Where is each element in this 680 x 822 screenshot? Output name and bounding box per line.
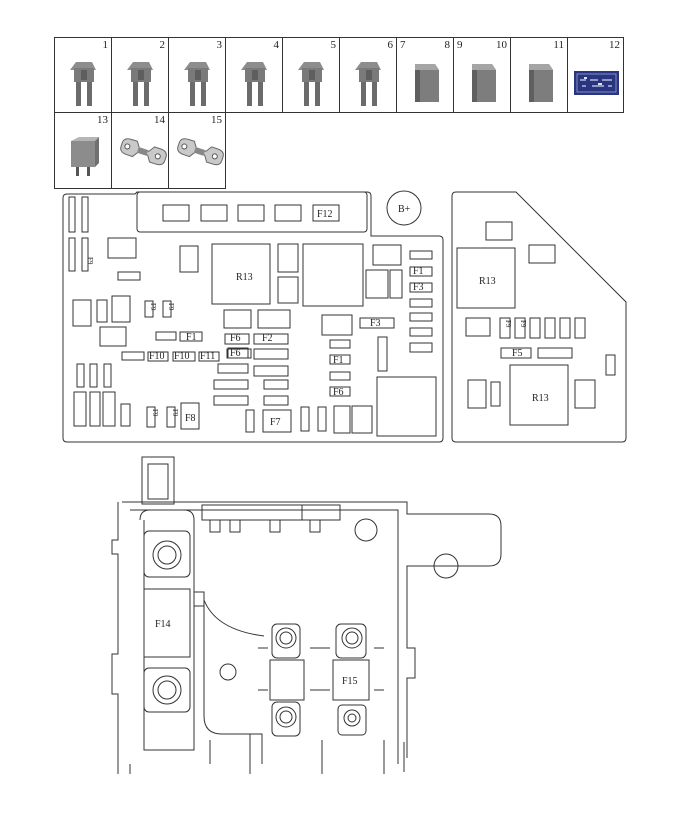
legend-cell-9-10: 9 10 (453, 37, 511, 113)
fuse-label-f9: F9 (519, 320, 527, 328)
legend-number: 4 (273, 39, 280, 51)
component-legend: 1 2 3 4 5 6 (54, 37, 624, 189)
secondary-fuse-panel (451, 191, 627, 443)
fuse-label-f10: F10 (174, 351, 190, 362)
legend-number: 3 (216, 39, 223, 51)
legend-cell-6: 6 (339, 37, 397, 113)
legend-cell-1: 1 (54, 37, 112, 113)
fuse-label-f12: F12 (317, 209, 333, 220)
fuse-label-f9: F9 (504, 320, 512, 328)
relay-label-r13: R13 (236, 272, 253, 283)
fuse-label-f6: F6 (230, 333, 241, 344)
legend-number: 9 (457, 39, 463, 51)
cartridge-fuse-icon (415, 64, 439, 102)
legend-number: 8 (444, 39, 451, 51)
fuse-label-f9: F9 (149, 303, 157, 311)
legend-number: 7 (400, 39, 406, 51)
fuse-label-f6: F6 (230, 348, 241, 359)
legend-cell-7-8: 7 8 (396, 37, 454, 113)
mini-blade-fuse-icon (298, 62, 324, 106)
fuse-label-f8: F8 (185, 413, 196, 424)
battery-fuse-box (111, 456, 502, 774)
relay-label-r13: R13 (532, 393, 549, 404)
legend-number: 15 (211, 114, 222, 126)
legend-cell-12: 12 (567, 37, 624, 113)
fuse-label-f9: F9 (171, 409, 179, 417)
mini-blade-fuse-icon (355, 62, 381, 106)
fuse-label-f3: F3 (413, 282, 424, 293)
fuse-label-f3: F3 (370, 318, 381, 329)
legend-cell-11: 11 (510, 37, 568, 113)
legend-number: 5 (330, 39, 337, 51)
fuse-label-f9: F9 (167, 303, 175, 311)
relay-label-r13: R13 (479, 276, 496, 287)
terminal-label: B+ (398, 204, 411, 215)
legend-cell-14: 14 (111, 112, 169, 189)
legend-number: 10 (496, 39, 507, 51)
legend-number: 6 (387, 39, 394, 51)
fuse-label-f10: F10 (149, 351, 165, 362)
fuse-label-f1: F1 (413, 266, 424, 277)
mini-blade-fuse-icon (70, 62, 96, 106)
fuse-labels: B+ F12 R13 R13 R13 F1 F3 F1 F2 F6 F6 F3 … (86, 204, 549, 687)
legend-number: 14 (154, 114, 165, 126)
strip-fuse-icon (120, 138, 167, 166)
fuse-label-f15: F15 (342, 676, 358, 687)
legend-number: 2 (159, 39, 166, 51)
mini-blade-fuse-icon (127, 62, 153, 106)
fuse-label-f6: F6 (333, 387, 344, 398)
circuit-board-icon (574, 71, 619, 95)
main-fuse-panel (62, 190, 444, 443)
cartridge-fuse-icon (472, 64, 496, 102)
fuse-label-f1: F1 (186, 332, 197, 343)
legend-number: 11 (553, 39, 564, 51)
fuse-label-f11: F11 (200, 351, 215, 362)
fuse-label-f14: F14 (155, 619, 171, 630)
legend-number: 13 (97, 114, 108, 126)
mini-blade-fuse-icon (184, 62, 210, 106)
fuse-label-f2: F2 (262, 333, 273, 344)
mini-blade-fuse-icon (241, 62, 267, 106)
strip-fuse-icon (177, 138, 224, 166)
fuse-label-f9: F9 (86, 257, 94, 265)
fuse-label-f1: F1 (333, 355, 344, 366)
fuse-label-f9: F9 (151, 409, 159, 417)
legend-cell-15: 15 (168, 112, 226, 189)
legend-cell-5: 5 (282, 37, 340, 113)
legend-number: 1 (102, 39, 109, 51)
relay-icon (71, 137, 99, 176)
cartridge-fuse-icon (529, 64, 553, 102)
fuse-label-f7: F7 (270, 417, 281, 428)
legend-number: 12 (609, 39, 620, 51)
fuse-label-f5: F5 (512, 348, 523, 359)
